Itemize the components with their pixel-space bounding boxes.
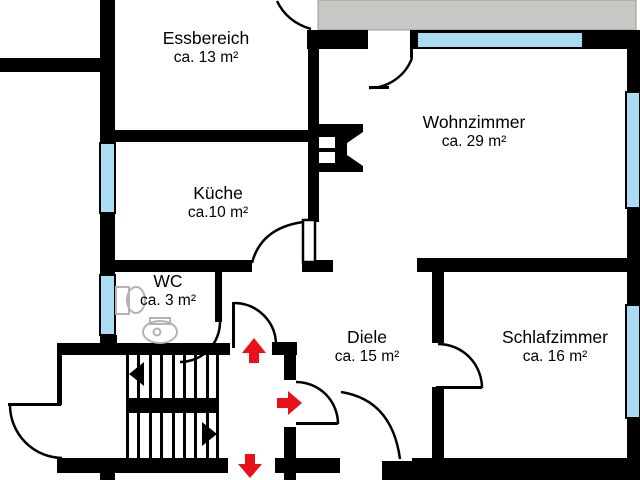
room-area: ca. 3 m² bbox=[140, 291, 196, 309]
door-diele bbox=[295, 380, 340, 425]
room-label-schlafzimmer: Schlafzimmer ca. 16 m² bbox=[502, 327, 608, 365]
room-name: Essbereich bbox=[162, 28, 250, 48]
door-wc bbox=[179, 321, 222, 364]
right-arrow-icon bbox=[277, 391, 302, 415]
window-schlafzimmer bbox=[625, 304, 640, 419]
sink-icon bbox=[115, 286, 146, 315]
wc-fixtures bbox=[115, 286, 178, 344]
room-label-wc: WC ca. 3 m² bbox=[140, 271, 196, 309]
door-bottom bbox=[340, 390, 402, 460]
door-schlafzimmer bbox=[437, 342, 484, 389]
door-stairwell-entrance bbox=[8, 405, 63, 460]
interior-walls bbox=[57, 30, 640, 458]
balcony-slab bbox=[317, 0, 637, 31]
room-area: ca. 15 m² bbox=[334, 347, 400, 365]
door-essbereich-balcony bbox=[275, 0, 312, 31]
down-arrow-icon bbox=[238, 454, 262, 478]
stair-direction-left-icon bbox=[129, 362, 144, 386]
stair-direction-right-icon bbox=[202, 422, 217, 446]
room-name: Schlafzimmer bbox=[502, 327, 608, 347]
door-wohnzimmer-balcony bbox=[368, 57, 414, 90]
room-name: Küche bbox=[193, 183, 243, 203]
doors bbox=[8, 0, 484, 460]
windows bbox=[99, 31, 640, 419]
room-area: ca. 13 m² bbox=[173, 48, 239, 66]
room-name: Wohnzimmer bbox=[422, 112, 526, 132]
room-label-kueche: Küche ca.10 m² bbox=[187, 183, 249, 221]
stair-landing bbox=[126, 398, 219, 413]
stairs bbox=[126, 355, 219, 458]
chimney-icon bbox=[317, 124, 363, 172]
door-kueche bbox=[250, 220, 304, 264]
window-left-upper bbox=[99, 142, 116, 214]
window-wc bbox=[99, 274, 116, 336]
room-label-wohnzimmer: Wohnzimmer ca. 29 m² bbox=[422, 112, 526, 150]
room-area: ca.10 m² bbox=[187, 203, 249, 221]
room-name: WC bbox=[153, 271, 183, 291]
window-wohnzimmer-top bbox=[416, 31, 584, 49]
room-name: Diele bbox=[347, 327, 387, 347]
direction-arrows bbox=[238, 338, 302, 478]
window-wohnzimmer-right bbox=[625, 91, 640, 209]
room-area: ca. 16 m² bbox=[522, 347, 588, 365]
room-area: ca. 29 m² bbox=[441, 132, 507, 150]
door-flat-entrance bbox=[234, 301, 278, 345]
room-label-diele: Diele ca. 15 m² bbox=[334, 327, 400, 365]
up-arrow-icon bbox=[242, 338, 266, 363]
room-label-essbereich: Essbereich ca. 13 m² bbox=[162, 28, 250, 66]
toilet-icon bbox=[142, 317, 178, 344]
